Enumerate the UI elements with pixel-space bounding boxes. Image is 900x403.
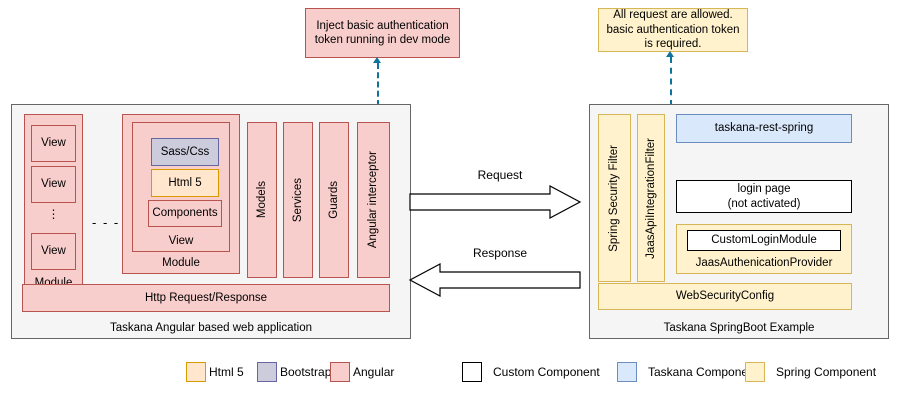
- jaas-authenication-provider-label: JaasAuthenicationProvider: [695, 256, 833, 269]
- column-guards-label: Guards: [327, 181, 340, 219]
- legend-swatch-taskana-component: [617, 362, 637, 382]
- legend-label-spring-component-text: Spring Component: [776, 365, 877, 379]
- legend-label-angular: Angular: [353, 362, 394, 382]
- http-request-response-label: Http Request/Response: [144, 291, 268, 304]
- module-b-view-label: View: [168, 234, 194, 247]
- login-page: login page (not activated): [676, 180, 852, 213]
- custom-login-module-label: CustomLoginModule: [711, 234, 817, 247]
- module-a-view-3: View: [31, 233, 76, 270]
- module-separator-text: - - -: [92, 215, 120, 230]
- response-arrow-text: Response: [472, 246, 528, 260]
- column-models-label: Models: [255, 181, 268, 219]
- module-a-ellipsis-glyph: ⋮: [47, 207, 60, 221]
- legend-label-bootstrap-text: Bootstrap: [280, 365, 332, 379]
- connector-angular-interceptor: [377, 63, 379, 106]
- jaas-api-integration-filter: JaasApiIntegrationFilter: [637, 114, 665, 282]
- module-a-view-3-label: View: [41, 245, 66, 258]
- module-b-item-components: Components: [148, 200, 222, 227]
- column-services: Services: [283, 122, 313, 278]
- login-page-line1: login page: [737, 183, 791, 196]
- spring-security-filter-label: Spring Security Filter: [608, 144, 621, 252]
- taskana-rest-spring-label: taskana-rest-spring: [714, 122, 814, 135]
- legend-label-taskana-component: Taskana Component: [648, 362, 758, 382]
- callout-jaas-filter: All request are allowed. basic authentic…: [598, 8, 748, 52]
- response-arrow-label: Response: [420, 246, 580, 260]
- legend-swatch-spring-component: [745, 362, 765, 382]
- http-request-response-bar: Http Request/Response: [22, 284, 390, 312]
- legend-label-angular-text: Angular: [353, 365, 395, 379]
- legend-label-html5-text: Html 5: [209, 365, 244, 379]
- callout-angular-interceptor-text: Inject basic authentication token runnin…: [314, 19, 451, 46]
- module-a-view-2-label: View: [41, 178, 66, 191]
- module-b-item-html5-label: Html 5: [168, 176, 202, 189]
- callout-jaas-filter-text: All request are allowed. basic authentic…: [606, 9, 740, 51]
- legend-label-taskana-component-text: Taskana Component: [648, 365, 759, 379]
- taskana-rest-spring: taskana-rest-spring: [676, 114, 852, 143]
- legend-label-custom-component-text: Custom Component: [493, 365, 600, 379]
- module-b-item-sass-css-label: Sass/Css: [160, 145, 210, 158]
- request-arrow: [409, 185, 582, 219]
- module-a-ellipsis: ⋮: [31, 207, 76, 221]
- request-arrow-label: Request: [420, 168, 580, 182]
- web-security-config: WebSecurityConfig: [598, 283, 852, 310]
- right-panel-caption: Taskana SpringBoot Example: [663, 321, 815, 334]
- column-guards: Guards: [319, 122, 349, 278]
- module-b-item-components-label: Components: [152, 207, 218, 220]
- module-separator: - - -: [92, 215, 120, 230]
- response-arrow: [408, 263, 581, 297]
- web-security-config-label: WebSecurityConfig: [675, 290, 775, 303]
- left-panel-caption: Taskana Angular based web application: [109, 321, 313, 334]
- connector-angular-interceptor-arrowhead: [373, 57, 381, 63]
- request-arrow-text: Request: [477, 168, 523, 182]
- legend-swatch-bootstrap: [257, 362, 277, 382]
- jaas-api-integration-filter-label: JaasApiIntegrationFilter: [644, 137, 657, 259]
- module-b-label: Module: [162, 256, 200, 269]
- spring-security-filter: Spring Security Filter: [598, 114, 631, 282]
- module-a-view-1-label: View: [41, 137, 66, 150]
- legend-label-bootstrap: Bootstrap: [280, 362, 331, 382]
- connector-jaas-filter-arrowhead: [666, 51, 674, 57]
- connector-jaas-filter: [670, 57, 672, 106]
- column-services-label: Services: [291, 177, 304, 223]
- column-angular-interceptor-label: Angular interceptor: [367, 151, 380, 249]
- column-angular-interceptor: Angular interceptor: [357, 122, 390, 278]
- module-a-view-1: View: [31, 125, 76, 162]
- module-b-item-html5: Html 5: [151, 169, 219, 197]
- legend-label-custom-component: Custom Component: [493, 362, 600, 382]
- callout-angular-interceptor: Inject basic authentication token runnin…: [305, 8, 460, 58]
- module-a-view-2: View: [31, 166, 76, 203]
- module-b-item-sass-css: Sass/Css: [151, 138, 219, 166]
- legend-label-html5: Html 5: [209, 362, 244, 382]
- login-page-line2: (not activated): [727, 197, 801, 210]
- legend-swatch-html5: [186, 362, 206, 382]
- custom-login-module: CustomLoginModule: [687, 230, 841, 251]
- legend-label-spring-component: Spring Component: [776, 362, 876, 382]
- legend-swatch-custom-component: [462, 362, 482, 382]
- column-models: Models: [247, 122, 277, 278]
- legend-swatch-angular: [330, 362, 350, 382]
